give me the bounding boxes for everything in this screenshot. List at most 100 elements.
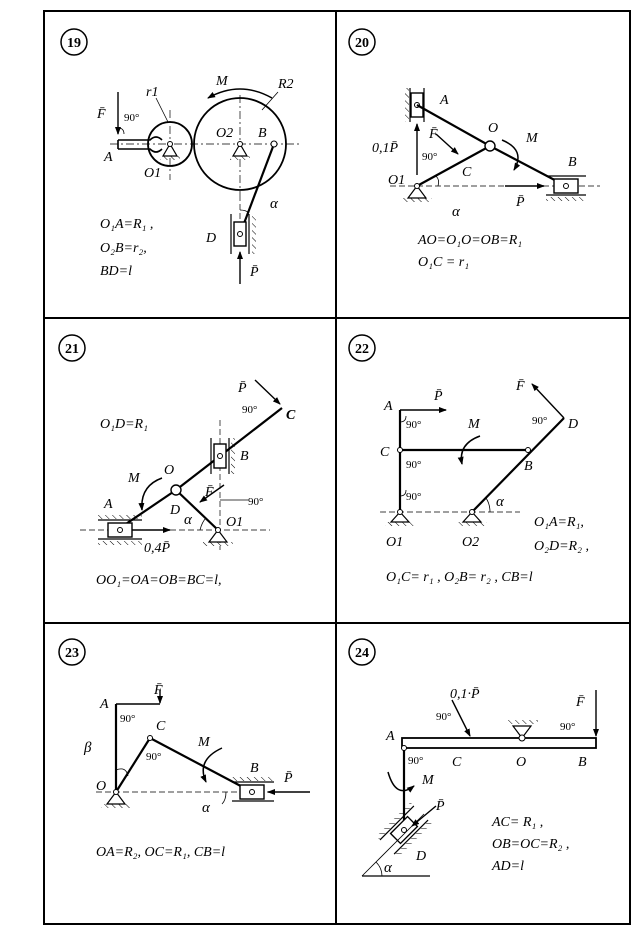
label-alpha: α xyxy=(384,860,393,876)
label-deg90b: 90° xyxy=(406,459,421,471)
label-d: D xyxy=(415,849,426,864)
panel-21: 21 O₁D=R₁ P̄ 90° C O B M F̄ 90° A D α xyxy=(58,334,296,588)
label-b: B xyxy=(568,155,577,170)
beam-ab xyxy=(401,737,597,749)
label-p04: 0,4P̄ xyxy=(144,541,171,556)
formula-3: BD=l xyxy=(100,264,132,279)
panel-number: 24 xyxy=(355,646,369,661)
label-f: F̄ xyxy=(204,485,214,500)
label-f: F̄ xyxy=(428,127,438,142)
label-a: A xyxy=(385,729,395,744)
label-a: A xyxy=(103,150,113,165)
label-b: B xyxy=(578,755,587,770)
label-m: M xyxy=(127,471,141,486)
label-deg90a: 90° xyxy=(120,713,135,725)
panel-23: 23 F̄ A 90° C 90° β M B P̄ α O xyxy=(58,638,310,860)
label-p01: 0,1·P̄ xyxy=(450,687,480,702)
formula-3: AD=l xyxy=(491,859,524,874)
label-m: M xyxy=(525,131,539,146)
label-a: A xyxy=(439,93,449,108)
formula-3: O₁C= r₁ , O₂B= r₂ , CB=l xyxy=(386,570,533,585)
panel-number: 19 xyxy=(67,36,81,51)
label-f: F̄ xyxy=(515,379,525,394)
label-m: M xyxy=(467,417,481,432)
label-deg90a: 90° xyxy=(406,419,421,431)
label-p01: 0,1P̄ xyxy=(372,141,399,156)
formula-1: O₁A=R₁, xyxy=(534,515,584,530)
label-f: F̄ xyxy=(96,107,106,122)
label-p: P̄ xyxy=(515,195,525,210)
label-alpha: α xyxy=(496,494,505,510)
label-r1: r1 xyxy=(146,85,158,100)
label-o: O xyxy=(164,463,174,478)
label-o: O xyxy=(516,755,526,770)
label-deg90a: 90° xyxy=(242,404,257,416)
label-p: P̄ xyxy=(283,771,293,786)
formula-1: O₁A=R₁ , xyxy=(100,217,153,232)
label-m: M xyxy=(215,74,229,89)
label-deg90d: 90° xyxy=(406,491,421,503)
label-alpha: α xyxy=(270,196,279,212)
label-o: O xyxy=(488,121,498,136)
panel-number: 22 xyxy=(355,342,369,357)
label-o2: O2 xyxy=(216,126,233,141)
label-o1: O1 xyxy=(388,173,405,188)
label-alpha: α xyxy=(452,204,461,220)
label-a: A xyxy=(99,697,109,712)
label-deg90b: 90° xyxy=(248,496,263,508)
label-b: B xyxy=(258,126,267,141)
grid-frame xyxy=(43,10,631,925)
moment-m-arrow xyxy=(207,88,273,99)
label-p: P̄ xyxy=(433,389,443,404)
formula-2: OB=OC=R₂ , xyxy=(492,837,569,852)
label-f: F̄ xyxy=(153,683,163,698)
label-c: C xyxy=(156,719,166,734)
label-alpha: α xyxy=(202,800,211,816)
label-d: D xyxy=(567,417,578,432)
formula-2: O₂B=r₂, xyxy=(100,241,147,256)
panel-number: 21 xyxy=(65,342,79,357)
label-deg90: 90° xyxy=(124,112,139,124)
label-m: M xyxy=(197,735,211,750)
label-a: A xyxy=(103,497,113,512)
label-b: B xyxy=(250,761,259,776)
big-wheel xyxy=(193,97,287,191)
label-b: B xyxy=(524,459,533,474)
label-p: P̄ xyxy=(249,265,259,280)
panel-24: 24 A C O B 0,1·P̄ 90° F̄ 90° 90° M xyxy=(348,638,599,877)
label-deg90c: 90° xyxy=(408,755,423,767)
label-a: A xyxy=(383,399,393,414)
panel-number: 23 xyxy=(65,646,79,661)
label-o1: O1 xyxy=(144,166,161,181)
label-o: O xyxy=(96,779,106,794)
label-o1: O1 xyxy=(226,515,243,530)
label-o2: O2 xyxy=(462,535,479,550)
label-beta: β xyxy=(83,740,92,756)
label-deg90c: 90° xyxy=(532,415,547,427)
formula-1: AO=O₁O=OB=R₁ xyxy=(417,233,522,248)
label-deg90b: 90° xyxy=(560,721,575,733)
label-c: C xyxy=(462,165,472,180)
label-deg90b: 90° xyxy=(146,751,161,763)
label-d: D xyxy=(205,231,216,246)
rod-bd xyxy=(238,143,276,235)
label-r2: R2 xyxy=(277,77,294,92)
small-wheel xyxy=(147,121,193,167)
label-b: B xyxy=(240,449,249,464)
formula-2: O₂D=R₂ , xyxy=(534,539,589,554)
formula-1: O₁D=R₁ xyxy=(100,417,148,432)
label-o1: O1 xyxy=(386,535,403,550)
formula-1: AC= R₁ , xyxy=(491,815,543,830)
panel-20: 20 A 0,1P̄ O F̄ 90° C M B P̄ xyxy=(348,28,600,270)
panel-22: 22 P̄ A 90° C 90° B M F̄ 90° D 90° α xyxy=(348,334,589,585)
label-d: D xyxy=(169,503,180,518)
label-m: M xyxy=(421,773,435,788)
label-alpha: α xyxy=(184,512,193,528)
label-c: C xyxy=(380,445,390,460)
label-deg90a: 90° xyxy=(436,711,451,723)
formula-2: OO₁=OA=OB=BC=l, xyxy=(96,573,221,588)
panel-number: 20 xyxy=(355,36,369,51)
label-p: P̄ xyxy=(237,381,247,396)
formula-1: OA=R₂, OC=R₁, CB=l xyxy=(96,845,225,860)
